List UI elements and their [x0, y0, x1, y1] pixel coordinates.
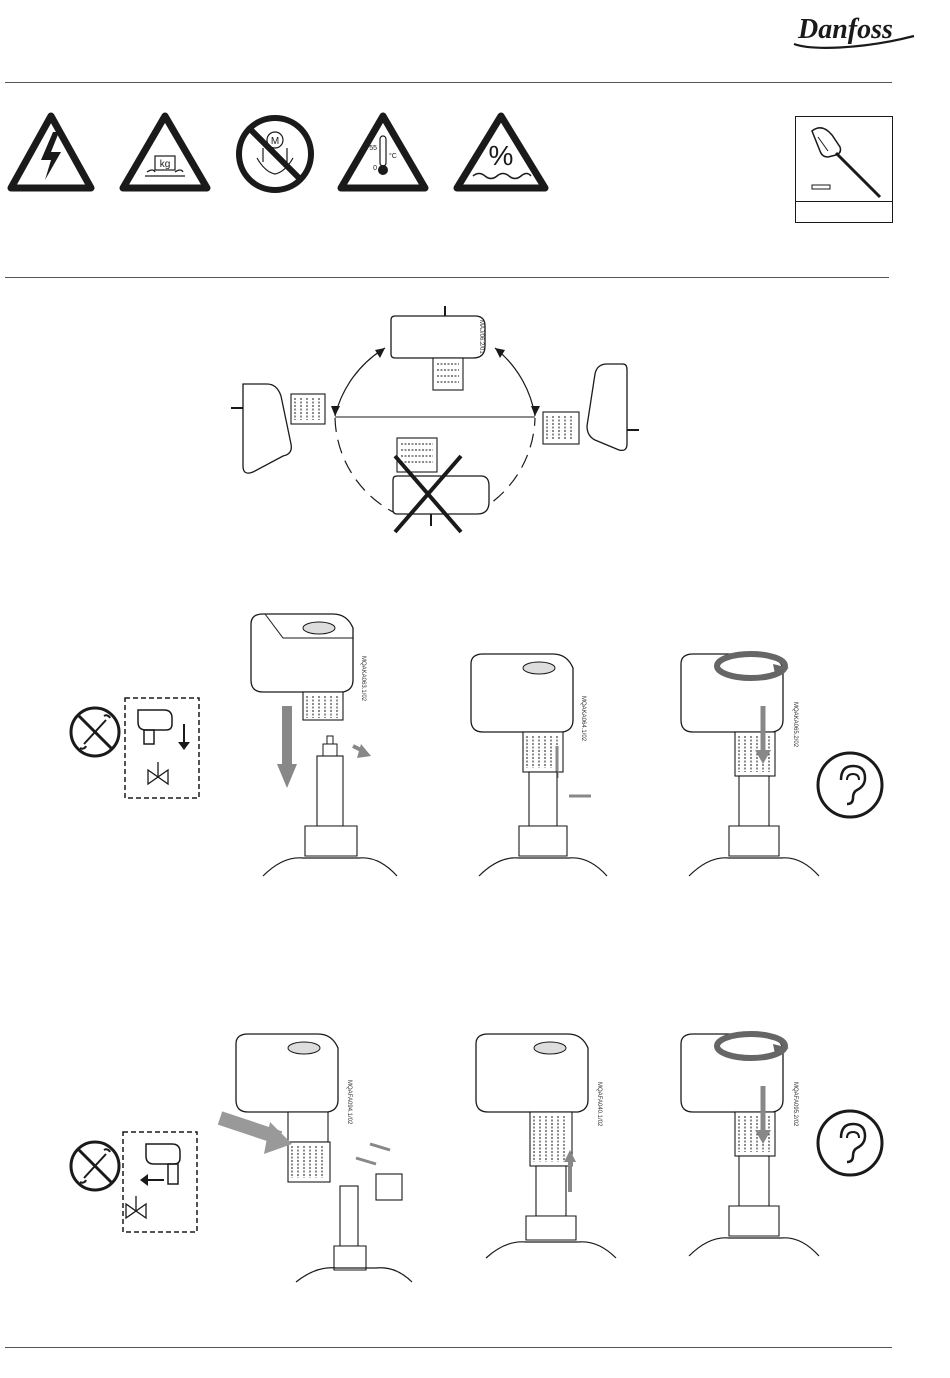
actuator-inverted-drawing	[393, 438, 489, 532]
mount-step-6-drawing: MQAFA095.2/02	[675, 1026, 835, 1266]
svg-text:°C: °C	[389, 152, 397, 160]
orientation-diagram: MAJ/06.2/01	[225, 298, 665, 543]
listen-ear-icon	[815, 750, 885, 820]
electric-hazard-icon	[5, 110, 97, 194]
svg-text:M: M	[271, 136, 279, 147]
svg-text:kg: kg	[160, 159, 171, 170]
screwdriver-icon	[796, 117, 892, 201]
section-rule	[5, 277, 889, 278]
figure-code: MAJ/06.2/01	[478, 320, 484, 354]
svg-text:%: %	[489, 140, 514, 171]
brand-logo: Danfoss	[790, 6, 920, 56]
no-motor-handling-icon: M	[233, 112, 317, 196]
svg-text:MQAKA064.1/02: MQAKA064.1/02	[580, 696, 586, 742]
header-rule	[5, 82, 892, 83]
mount-step-5-drawing: MQAFA040.1/02	[470, 1026, 640, 1266]
actuator-right-drawing	[543, 364, 639, 450]
weight-kg-icon: kg	[117, 110, 213, 194]
humidity-icon: %	[451, 110, 551, 194]
svg-text:0: 0	[373, 165, 377, 172]
actuator-upright-drawing	[391, 306, 485, 390]
svg-text:55: 55	[369, 145, 377, 152]
svg-text:MQAFA095.2/02: MQAFA095.2/02	[792, 1082, 798, 1127]
temperature-icon: 55 °C 0	[335, 110, 431, 194]
listen-ear-icon	[815, 1108, 885, 1178]
brand-name: Danfoss	[797, 14, 893, 45]
svg-text:MQAFA094.1/02: MQAFA094.1/02	[346, 1080, 352, 1125]
no-wrench-warning	[60, 696, 205, 806]
tool-box	[795, 116, 893, 223]
actuator-left-drawing	[231, 384, 325, 473]
svg-text:MQAFA040.1/02: MQAFA040.1/02	[596, 1082, 602, 1127]
mount-step-3-drawing: MQAKA065.2/02	[675, 646, 835, 886]
mount-step-1-drawing: MQAKA063.1/02	[245, 606, 405, 886]
mounting-row-2: MQAFA094.1/02 MQAFA040.1/02 MQAFA095.2/0…	[60, 1020, 890, 1290]
mount-step-2-drawing: MQAKA064.1/02	[465, 646, 625, 886]
no-wrench-warning	[60, 1130, 205, 1240]
footer-rule	[5, 1347, 892, 1348]
svg-text:MQAKA065.2/02: MQAKA065.2/02	[792, 702, 798, 748]
mounting-row-1: MQAKA063.1/02 MQAKA064.1/02 MQAKA065.2/0…	[60, 600, 890, 890]
mount-step-4-drawing: MQAFA094.1/02	[230, 1026, 450, 1286]
svg-text:MQAKA063.1/02: MQAKA063.1/02	[360, 656, 366, 702]
warning-icons-row: kg M 55 °C 0 %	[5, 110, 565, 200]
